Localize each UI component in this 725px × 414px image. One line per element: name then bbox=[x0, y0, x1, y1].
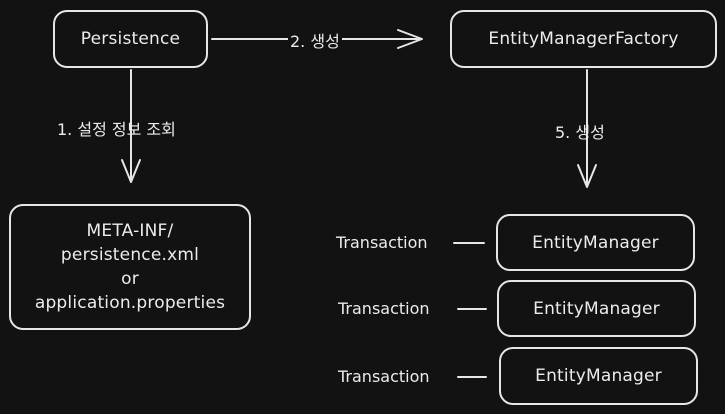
config-line-3: or bbox=[121, 269, 139, 289]
transaction-label-2: Transaction bbox=[338, 299, 430, 318]
edge-label-create-emf: 2. 생성 bbox=[288, 28, 342, 52]
entity-manager-node-2: EntityManager bbox=[497, 280, 696, 337]
config-line-2: persistence.xml bbox=[60, 245, 200, 265]
em2-label: EntityManager bbox=[533, 298, 660, 319]
emf-label: EntityManagerFactory bbox=[488, 29, 679, 49]
entity-manager-node-1: EntityManager bbox=[496, 214, 695, 271]
arrowhead-persistence-to-emf bbox=[397, 29, 423, 49]
config-node: META-INF/ persistence.xml or application… bbox=[9, 204, 251, 330]
entity-manager-node-3: EntityManager bbox=[499, 347, 698, 405]
edge-label-create-em: 5. 생성 bbox=[555, 123, 605, 142]
persistence-node: Persistence bbox=[53, 10, 208, 68]
arrowhead-emf-to-em bbox=[577, 164, 597, 188]
config-line-4: application.properties bbox=[34, 293, 226, 313]
persistence-label: Persistence bbox=[80, 29, 181, 49]
arrowhead-persistence-to-config bbox=[121, 159, 141, 183]
em3-label: EntityManager bbox=[535, 366, 662, 386]
em1-label: EntityManager bbox=[532, 232, 659, 253]
edge-label-read-config: 1. 설정 정보 조회 bbox=[57, 120, 176, 139]
entity-manager-factory-node: EntityManagerFactory bbox=[450, 10, 717, 68]
transaction-label-3: Transaction bbox=[338, 367, 430, 386]
transaction-label-1: Transaction bbox=[336, 233, 428, 252]
config-line-1: META-INF/ bbox=[86, 221, 174, 241]
